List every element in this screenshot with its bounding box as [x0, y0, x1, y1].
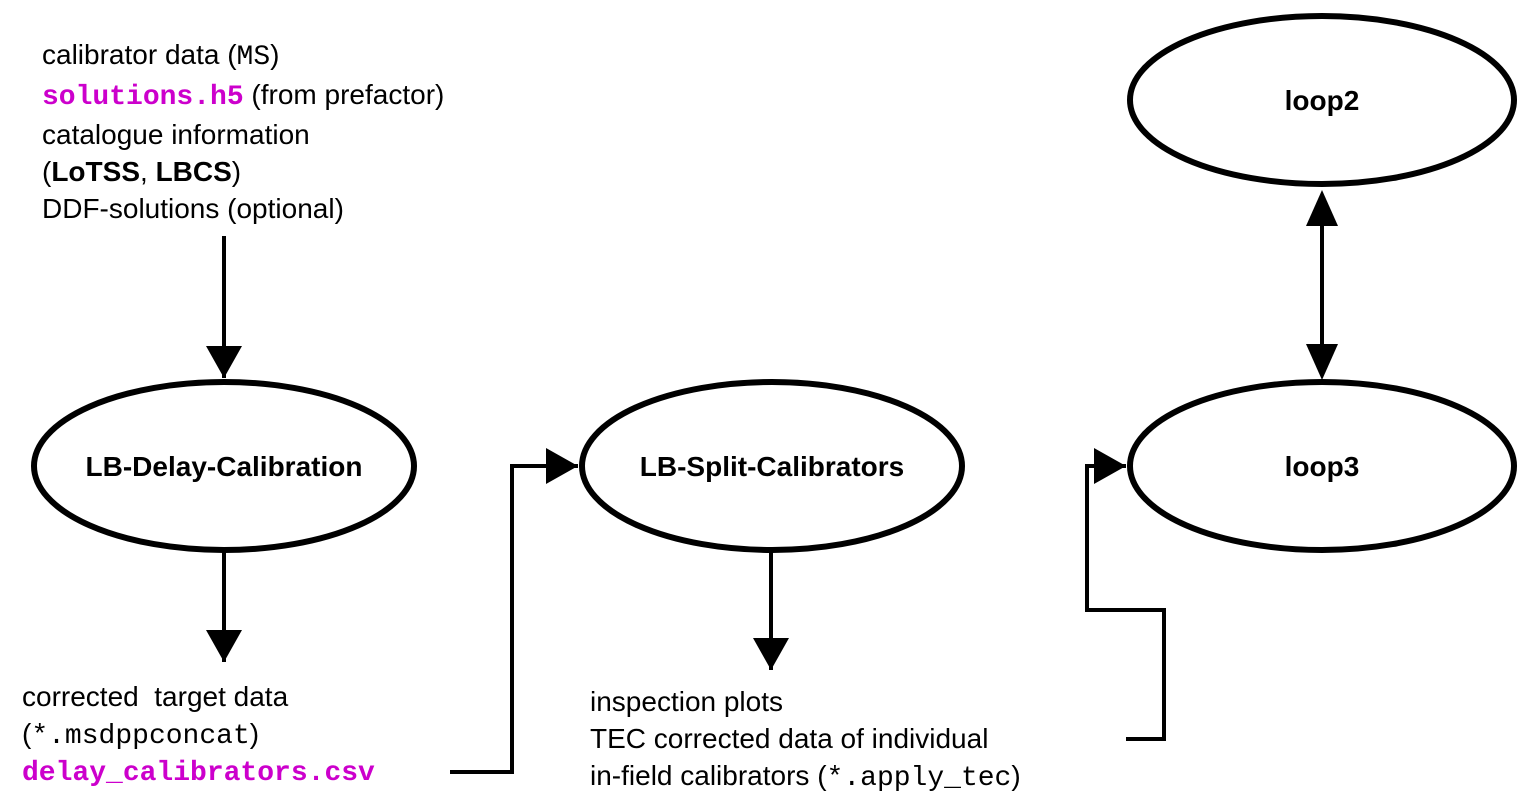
input-catalogues-sep: , — [140, 156, 156, 187]
node-label-delay-calibration: LB-Delay-Calibration — [86, 451, 363, 482]
inputs-text-block: calibrator data (MS) solutions.h5 (from … — [42, 36, 444, 227]
input-catalogues-open: ( — [42, 156, 52, 187]
output-in-field-calibrators-label: in-field calibrators ( — [590, 760, 827, 791]
output-msdppconcat-open: ( — [22, 718, 32, 749]
input-calibrator-data-label: calibrator data ( — [42, 39, 237, 70]
node-label-split-calibrators: LB-Split-Calibrators — [640, 451, 904, 482]
arrowhead-up-loop2 — [1306, 190, 1338, 226]
input-solutions-file: solutions.h5 — [42, 82, 244, 113]
output-msdppconcat-code: *.msdppconcat — [31, 721, 250, 752]
input-calibrator-data: calibrator data (MS) — [42, 36, 444, 76]
output-msdppconcat: (*.msdppconcat) — [22, 715, 375, 755]
input-ms-code: MS — [236, 42, 271, 73]
output-tec-corrected-data: TEC corrected data of individual — [590, 723, 989, 754]
input-catalogue-lotss: LoTSS — [51, 156, 140, 187]
output-msdppconcat-close: ) — [249, 718, 260, 749]
output-corrected-target-data: corrected target data — [22, 681, 289, 712]
edge-outputs-to-loop3 — [1085, 448, 1166, 741]
output-in-field-calibrators: in-field calibrators (*.apply_tec) — [590, 757, 1021, 797]
output-apply-tec-code: *.apply_tec — [826, 763, 1012, 794]
output-in-field-calibrators-close: ) — [1011, 760, 1021, 791]
input-solutions-note: (from prefactor) — [243, 79, 445, 110]
input-catalogue-information: catalogue information — [42, 119, 310, 150]
node-lb-delay-calibration: LB-Delay-Calibration — [31, 379, 417, 553]
input-solutions: solutions.h5 (from prefactor) — [42, 76, 444, 116]
output-inspection-plots: inspection plots — [590, 686, 784, 717]
edge-csv-to-split — [450, 448, 578, 774]
split-outputs-text-block: inspection plots TEC corrected data of i… — [590, 683, 1021, 797]
input-calibrator-data-close: ) — [270, 39, 280, 70]
node-loop3: loop3 — [1127, 379, 1517, 553]
node-loop2: loop2 — [1127, 13, 1517, 187]
arrowhead-down-loop3 — [1306, 344, 1338, 380]
node-label-loop3: loop3 — [1285, 451, 1360, 482]
input-catalogues: (LoTSS, LBCS) — [42, 153, 444, 190]
output-delay-calibrators-csv: delay_calibrators.csv — [22, 758, 375, 789]
node-lb-split-calibrators: LB-Split-Calibrators — [579, 379, 965, 553]
input-ddf-solutions: DDF-solutions (optional) — [42, 193, 344, 224]
input-catalogues-close: ) — [231, 156, 242, 187]
node-label-loop2: loop2 — [1285, 85, 1360, 116]
input-catalogue-lbcs: LBCS — [155, 156, 232, 187]
delay-outputs-text-block: corrected target data (*.msdppconcat) de… — [22, 678, 375, 792]
